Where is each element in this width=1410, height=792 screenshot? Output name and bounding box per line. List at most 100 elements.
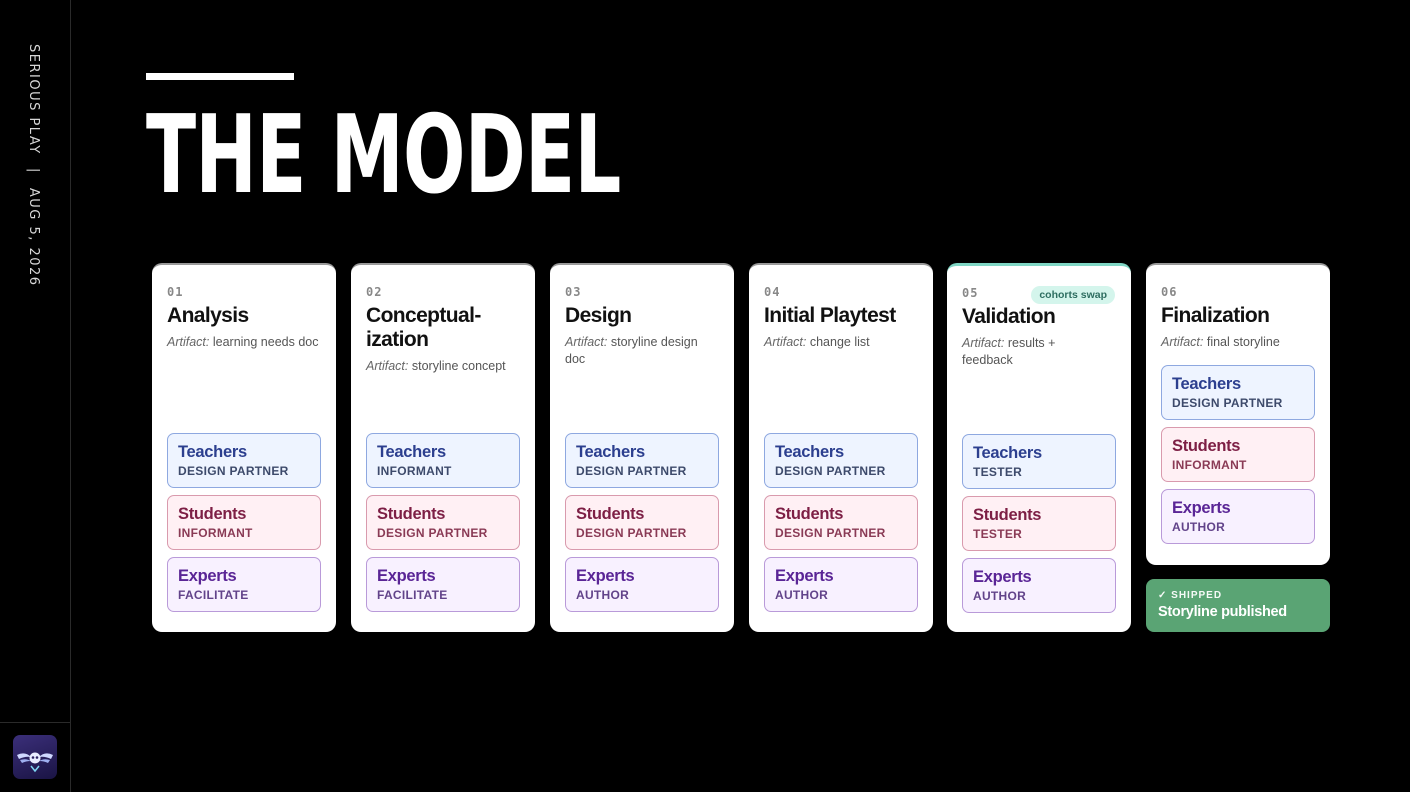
shipped-banner: ✓ SHIPPED Storyline published bbox=[1146, 579, 1330, 632]
role-group: Students bbox=[178, 505, 247, 523]
stage-artifact: Artifact: results + feedback bbox=[962, 335, 1082, 369]
role-label: FACILITATE bbox=[178, 588, 249, 602]
role-experts: Experts AUTHOR bbox=[962, 558, 1116, 613]
shipped-text: Storyline published bbox=[1158, 604, 1287, 620]
role-label: AUTHOR bbox=[973, 589, 1027, 603]
role-teachers: Teachers DESIGN PARTNER bbox=[565, 433, 719, 488]
stage-number: 05 bbox=[962, 286, 979, 300]
role-label: INFORMANT bbox=[377, 464, 452, 478]
cohorts-swap-badge: cohorts swap bbox=[1031, 286, 1115, 304]
stage-number: 03 bbox=[565, 285, 582, 299]
role-list: Teachers DESIGN PARTNER Students DESIGN … bbox=[565, 433, 719, 619]
role-group: Students bbox=[377, 505, 446, 523]
stage-number: 06 bbox=[1161, 285, 1178, 299]
role-label: TESTER bbox=[973, 527, 1023, 541]
stage-title: Analysis bbox=[167, 304, 249, 327]
role-group: Teachers bbox=[973, 444, 1042, 462]
stage-title: Conceptual-ization bbox=[366, 304, 481, 351]
artifact-prefix: Artifact: bbox=[962, 336, 1005, 350]
stage-title: Initial Playtest bbox=[764, 304, 896, 327]
role-group: Teachers bbox=[1172, 375, 1241, 393]
role-label: DESIGN PARTNER bbox=[775, 526, 886, 540]
role-group: Experts bbox=[178, 567, 237, 585]
role-students: Students TESTER bbox=[962, 496, 1116, 551]
role-label: INFORMANT bbox=[178, 526, 253, 540]
artifact-value: results + feedback bbox=[962, 336, 1056, 367]
stage-card-conceptualization: 02 Conceptual-ization Artifact: storylin… bbox=[351, 263, 535, 632]
role-group: Students bbox=[973, 506, 1042, 524]
role-label: AUTHOR bbox=[576, 588, 630, 602]
artifact-value: learning needs doc bbox=[212, 335, 319, 349]
role-label: DESIGN PARTNER bbox=[1172, 396, 1283, 410]
role-group: Students bbox=[576, 505, 645, 523]
stage-title: Finalization bbox=[1161, 304, 1270, 327]
winged-skull-logo-icon[interactable] bbox=[13, 735, 57, 779]
role-teachers: Teachers DESIGN PARTNER bbox=[167, 433, 321, 488]
role-experts: Experts AUTHOR bbox=[764, 557, 918, 612]
artifact-value: final storyline bbox=[1206, 335, 1280, 349]
artifact-prefix: Artifact: bbox=[565, 335, 608, 349]
shipped-tag: ✓ SHIPPED bbox=[1158, 590, 1223, 601]
role-group: Teachers bbox=[377, 443, 446, 461]
role-label: INFORMANT bbox=[1172, 458, 1247, 472]
artifact-value: storyline design doc bbox=[565, 335, 698, 366]
artifact-prefix: Artifact: bbox=[167, 335, 210, 349]
role-list: Teachers DESIGN PARTNER Students INFORMA… bbox=[1161, 365, 1315, 551]
role-group: Experts bbox=[775, 567, 834, 585]
stage-card-validation: 05 cohorts swap Validation Artifact: res… bbox=[947, 263, 1131, 632]
sidebar-caption: SERIOUS PLAY | AUG 5, 2026 bbox=[26, 44, 41, 287]
role-label: DESIGN PARTNER bbox=[576, 464, 687, 478]
role-experts: Experts AUTHOR bbox=[1161, 489, 1315, 544]
sidebar: SERIOUS PLAY | AUG 5, 2026 bbox=[0, 0, 71, 792]
role-list: Teachers TESTER Students TESTER Experts … bbox=[962, 434, 1116, 620]
caption-separator: | bbox=[26, 168, 41, 175]
role-group: Teachers bbox=[775, 443, 844, 461]
stage-artifact: Artifact: learning needs doc bbox=[167, 334, 321, 351]
role-label: TESTER bbox=[973, 465, 1023, 479]
artifact-prefix: Artifact: bbox=[366, 359, 409, 373]
stage-card-analysis: 01 Analysis Artifact: learning needs doc… bbox=[152, 263, 336, 632]
stage-title: Design bbox=[565, 304, 632, 327]
stage-card-initial-playtest: 04 Initial Playtest Artifact: change lis… bbox=[749, 263, 933, 632]
stage-artifact: Artifact: storyline design doc bbox=[565, 334, 719, 368]
role-group: Teachers bbox=[178, 443, 247, 461]
role-teachers: Teachers TESTER bbox=[962, 434, 1116, 489]
stage-artifact: Artifact: storyline concept bbox=[366, 358, 520, 375]
role-students: Students DESIGN PARTNER bbox=[565, 495, 719, 550]
stage-card-design: 03 Design Artifact: storyline design doc… bbox=[550, 263, 734, 632]
slide-title: THE MODEL bbox=[146, 93, 621, 218]
role-teachers: Teachers DESIGN PARTNER bbox=[764, 433, 918, 488]
role-label: AUTHOR bbox=[775, 588, 829, 602]
role-group: Students bbox=[1172, 437, 1241, 455]
stage-number: 01 bbox=[167, 285, 184, 299]
role-label: DESIGN PARTNER bbox=[178, 464, 289, 478]
role-group: Students bbox=[775, 505, 844, 523]
role-teachers: Teachers DESIGN PARTNER bbox=[1161, 365, 1315, 420]
artifact-prefix: Artifact: bbox=[764, 335, 807, 349]
role-group: Experts bbox=[973, 568, 1032, 586]
artifact-value: storyline concept bbox=[411, 359, 506, 373]
brand-name: SERIOUS PLAY bbox=[26, 44, 41, 155]
stage-artifact: Artifact: final storyline bbox=[1161, 334, 1315, 351]
role-label: AUTHOR bbox=[1172, 520, 1226, 534]
role-label: DESIGN PARTNER bbox=[377, 526, 488, 540]
artifact-value: change list bbox=[809, 335, 870, 349]
role-group: Experts bbox=[1172, 499, 1231, 517]
sidebar-divider bbox=[0, 722, 71, 723]
artifact-prefix: Artifact: bbox=[1161, 335, 1204, 349]
role-experts: Experts AUTHOR bbox=[565, 557, 719, 612]
role-list: Teachers DESIGN PARTNER Students DESIGN … bbox=[764, 433, 918, 619]
stage-card-finalization: 06 Finalization Artifact: final storylin… bbox=[1146, 263, 1330, 565]
role-teachers: Teachers INFORMANT bbox=[366, 433, 520, 488]
role-group: Experts bbox=[377, 567, 436, 585]
role-group: Experts bbox=[576, 567, 635, 585]
role-label: DESIGN PARTNER bbox=[576, 526, 687, 540]
role-label: DESIGN PARTNER bbox=[775, 464, 886, 478]
role-students: Students DESIGN PARTNER bbox=[764, 495, 918, 550]
role-list: Teachers INFORMANT Students DESIGN PARTN… bbox=[366, 433, 520, 619]
role-experts: Experts FACILITATE bbox=[366, 557, 520, 612]
role-label: FACILITATE bbox=[377, 588, 448, 602]
stage-title: Validation bbox=[962, 305, 1056, 328]
presentation-date: AUG 5, 2026 bbox=[26, 187, 41, 287]
role-students: Students INFORMANT bbox=[167, 495, 321, 550]
